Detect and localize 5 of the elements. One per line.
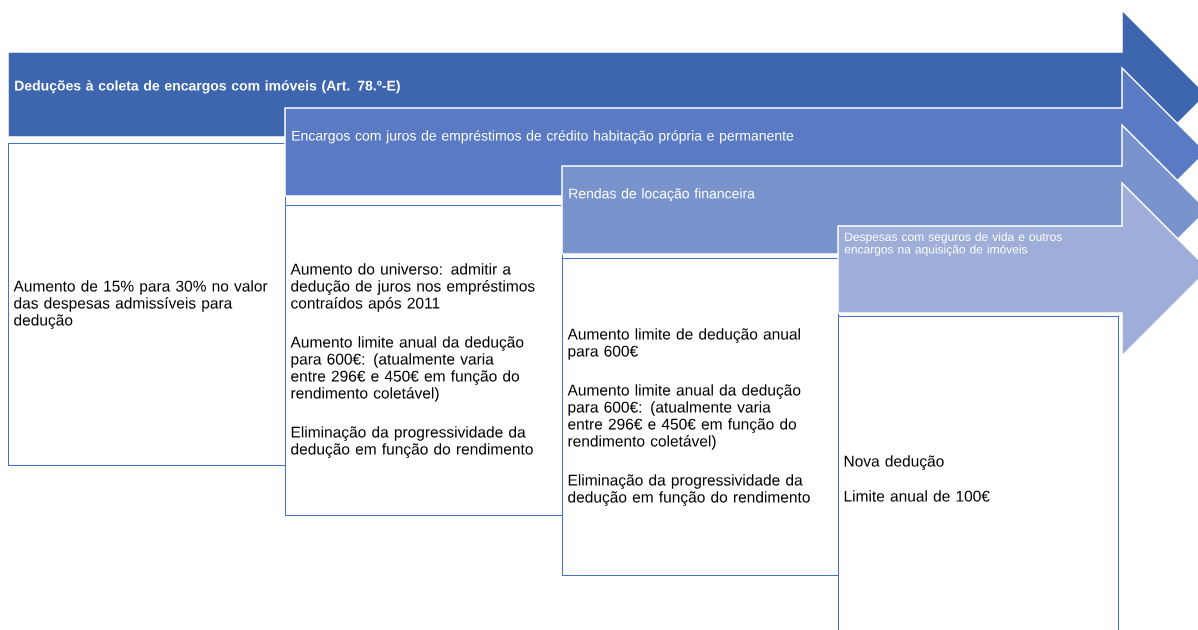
text-box: Aumento limite de dedução anual para 600€ Aumento limite anual da dedução para 600€: (atualmente varia entre 296€ e 450€ em função do rendimento coletável) Eliminação da progressividade da dedução em função do rendimento <box>562 258 839 576</box>
text-box: Aumento de 15% para 30% no valor das despesas admissíveis para dedução <box>8 143 286 466</box>
arrow-band: Despesas com seguros de vida e outros encargos na aquisição de imóveis <box>837 181 1198 358</box>
text-box: Nova dedução Limite anual de 100€ <box>838 316 1119 630</box>
text-box: Aumento do universo: admitir a dedução de juros nos empréstimos contraídos após 2011 Aumento limite anual da dedução para 600€: (atualmente varia entre 296€ e 450€ em função do rendimento coletável) Eliminação da progressividade da dedução em função do rendimento <box>285 205 563 516</box>
